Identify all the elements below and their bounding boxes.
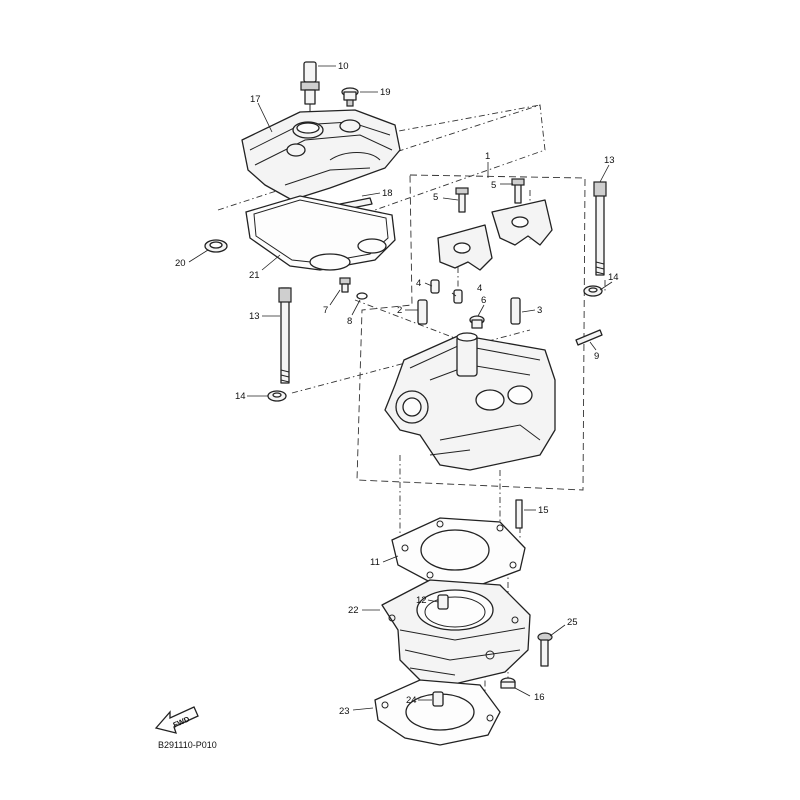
callout-3: 3 xyxy=(537,305,542,316)
dowel-24 xyxy=(432,691,444,707)
callout-7: 7 xyxy=(323,305,328,316)
callout-5-left: 5 xyxy=(433,192,438,203)
callout-15: 15 xyxy=(538,505,549,516)
callout-16: 16 xyxy=(534,692,545,703)
callout-13-right: 13 xyxy=(604,155,615,166)
callout-1: 1 xyxy=(485,151,490,162)
callout-17: 17 xyxy=(250,94,261,105)
bolt-and-washer xyxy=(339,277,368,300)
diagram-code: B291110-P010 xyxy=(158,740,217,750)
callout-14-right: 14 xyxy=(608,272,619,283)
cover-gasket xyxy=(245,195,396,271)
callout-11: 11 xyxy=(370,557,380,568)
head-gasket xyxy=(391,517,526,586)
washer-right xyxy=(583,285,603,297)
callout-19: 19 xyxy=(380,87,391,98)
forward-arrow-icon: FWD xyxy=(154,706,199,734)
dowel-12 xyxy=(437,594,449,610)
callout-25: 25 xyxy=(567,617,578,628)
callout-22: 22 xyxy=(348,605,359,616)
spark-plug xyxy=(300,61,320,118)
long-stud-right xyxy=(593,181,607,276)
base-gasket xyxy=(374,679,501,746)
callout-14-left: 14 xyxy=(235,391,246,402)
callout-2: 2 xyxy=(397,305,402,316)
leader-lines xyxy=(188,65,613,711)
callout-labels: 1 2 3 4 4 5 5 6 7 8 9 10 11 12 13 13 14 … xyxy=(175,61,619,717)
callout-18: 18 xyxy=(382,188,393,199)
callout-6: 6 xyxy=(481,295,486,306)
long-stud-left xyxy=(278,287,292,384)
callout-12: 12 xyxy=(416,595,427,606)
cap-bolt xyxy=(341,87,359,107)
callout-4-left: 4 xyxy=(416,278,421,289)
callout-9: 9 xyxy=(594,351,599,362)
washer-left xyxy=(267,390,287,402)
cylinder-head xyxy=(384,332,556,471)
bolt-25 xyxy=(537,632,553,667)
callout-4-right: 4 xyxy=(477,283,482,294)
camshaft-caps xyxy=(437,178,553,271)
cylinder-head-cover xyxy=(241,109,401,201)
valve-guides xyxy=(417,297,521,325)
callout-8: 8 xyxy=(347,316,352,327)
stud-short xyxy=(575,329,603,346)
callout-21: 21 xyxy=(249,270,260,281)
dowel-pins xyxy=(430,279,463,304)
cylinder xyxy=(381,579,531,686)
callout-23: 23 xyxy=(339,706,350,717)
nut-16 xyxy=(500,677,516,689)
plug xyxy=(469,315,485,329)
callout-5-right: 5 xyxy=(491,180,496,191)
callout-20: 20 xyxy=(175,258,186,269)
stud-15 xyxy=(515,499,523,529)
callout-24: 24 xyxy=(406,695,417,706)
callout-10: 10 xyxy=(338,61,349,72)
grommet xyxy=(204,239,228,253)
callout-13-left: 13 xyxy=(249,311,260,322)
